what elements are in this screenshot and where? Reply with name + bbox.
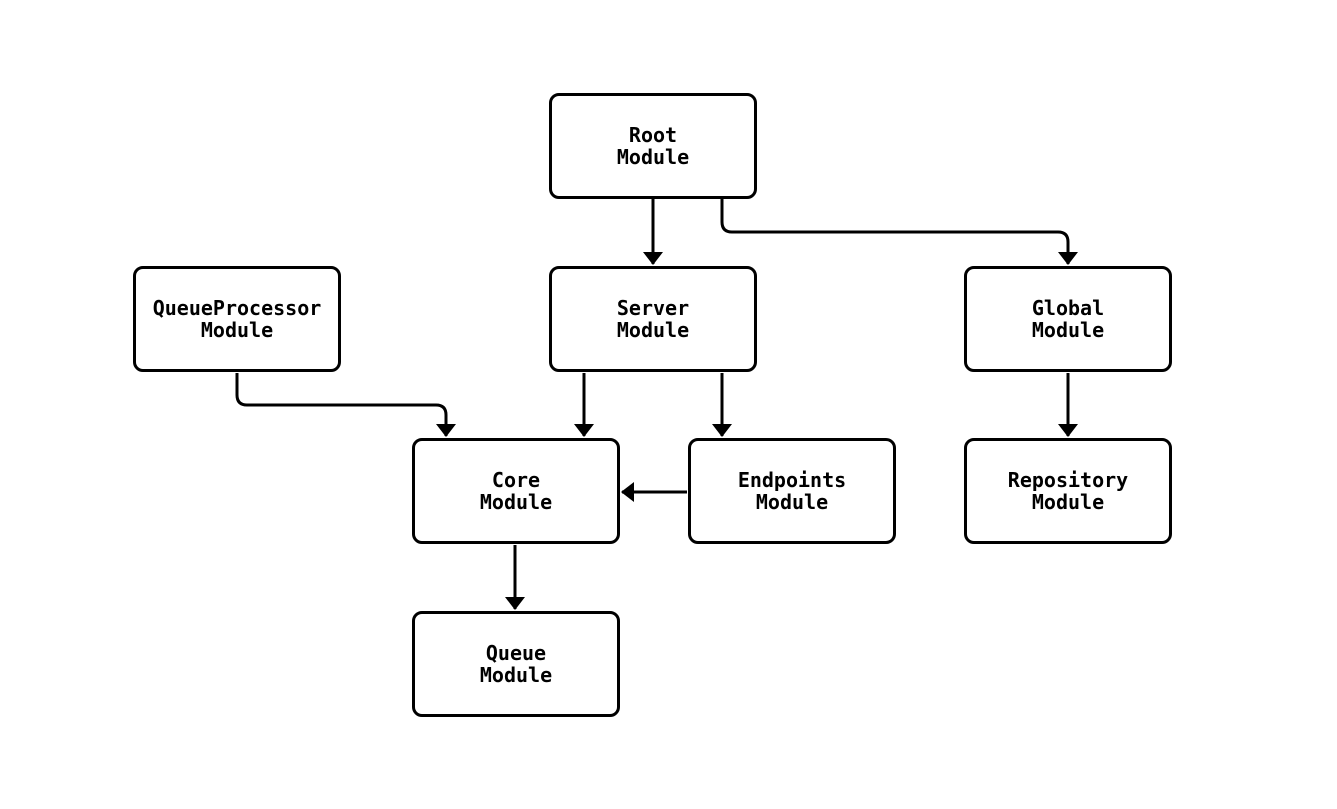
node-global-module-label: Global Module [1031, 296, 1105, 342]
node-core-module: Core Module [412, 438, 620, 544]
node-server-module: Server Module [549, 266, 757, 372]
node-endpoints-module: Endpoints Module [688, 438, 896, 544]
node-core-module-label: Core Module [479, 468, 553, 514]
node-queue-module-label: Queue Module [479, 641, 553, 687]
edge-queueprocessor-core [235, 373, 456, 437]
node-queueprocessor-module: QueueProcessor Module [133, 266, 341, 372]
node-root-module: Root Module [549, 93, 757, 199]
node-server-module-label: Server Module [616, 296, 690, 342]
node-repository-module: Repository Module [964, 438, 1172, 544]
node-root-module-label: Root Module [616, 123, 690, 169]
node-queueprocessor-module-label: QueueProcessor Module [152, 296, 322, 342]
node-endpoints-module-label: Endpoints Module [737, 468, 847, 514]
edge-root-global [720, 199, 1078, 265]
node-repository-module-label: Repository Module [1007, 468, 1129, 514]
node-global-module: Global Module [964, 266, 1172, 372]
node-queue-module: Queue Module [412, 611, 620, 717]
